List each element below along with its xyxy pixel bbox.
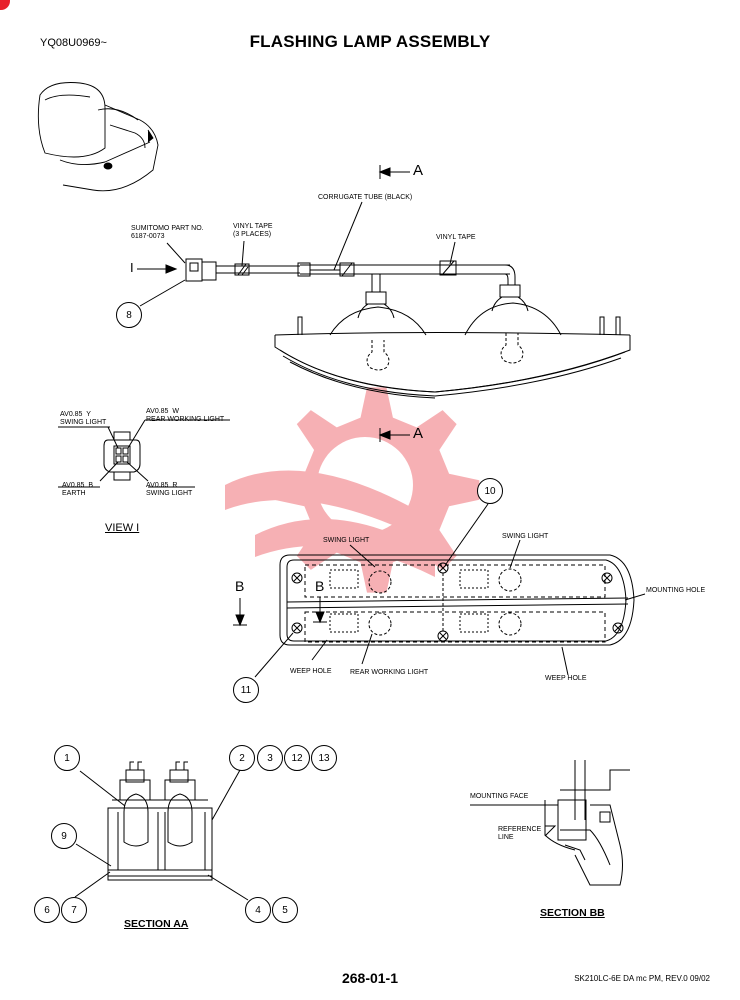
section-aa-drawing xyxy=(107,761,213,881)
callout-10: 10 xyxy=(477,478,503,504)
label-vinyl-tape: VINYL TAPE xyxy=(436,234,476,241)
watermark-gear-icon xyxy=(225,387,480,593)
leader-10 xyxy=(445,503,489,565)
callout-13: 13 xyxy=(311,745,337,771)
part-code: YQ08U0969~ xyxy=(40,37,107,49)
label-weep-hole-1: WEEP HOLE xyxy=(290,668,332,675)
leader-sumitomo xyxy=(166,242,186,264)
label-a-mid: A xyxy=(413,425,424,442)
label-reference-line: REFERENCE LINE xyxy=(498,826,542,841)
label-swing-light-2: SWING LIGHT xyxy=(502,533,549,540)
callout-1: 1 xyxy=(54,745,80,771)
leader-1 xyxy=(79,770,126,807)
callout-6: 6 xyxy=(34,897,60,923)
label-mounting-hole: MOUNTING HOLE xyxy=(646,587,706,594)
leader-vinyl xyxy=(449,241,456,265)
label-b-inner: B xyxy=(315,578,325,594)
label-swing-light-1: SWING LIGHT xyxy=(323,537,370,544)
leader-corrugate xyxy=(333,201,363,271)
lamp-front-view xyxy=(279,554,635,646)
leader-mounting xyxy=(624,593,646,601)
label-i: I xyxy=(130,260,134,275)
leader-8 xyxy=(139,279,186,307)
label-weep-hole-2: WEEP HOLE xyxy=(545,675,587,682)
label-sumitomo: SUMITOMO PART NO. 6187-0073 xyxy=(131,225,204,240)
section-arrow-a-top xyxy=(378,165,410,179)
callout-2: 2 xyxy=(229,745,255,771)
lamp-housing-side xyxy=(274,302,631,399)
leader-6 xyxy=(74,871,111,898)
callout-7: 7 xyxy=(61,897,87,923)
label-av-y: AV0.85 Y SWING LIGHT xyxy=(60,411,107,426)
callout-5: 5 xyxy=(272,897,298,923)
label-av-r: AV0.85 R SWING LIGHT xyxy=(146,482,193,497)
view-arrow-i xyxy=(137,264,178,274)
section-bb-drawing xyxy=(544,760,630,886)
label-av-b: AV0.85 B EARTH xyxy=(62,482,94,497)
label-rear-working-light: REAR WORKING LIGHT xyxy=(350,669,429,676)
label-section-bb: SECTION BB xyxy=(540,907,605,919)
leader-4 xyxy=(207,874,249,901)
leader-9 xyxy=(75,843,112,867)
leader-weep-2 xyxy=(561,646,569,676)
callout-8: 8 xyxy=(116,302,142,328)
callout-9: 9 xyxy=(51,823,77,849)
page-number: 268-01-1 xyxy=(341,970,399,986)
page-title: FLASHING LAMP ASSEMBLY xyxy=(249,32,491,51)
model-revision: SK210LC-6E DA mc PM, REV.0 09/02 xyxy=(574,974,710,983)
callout-3: 3 xyxy=(257,745,283,771)
label-a-top: A xyxy=(413,162,424,179)
leader-swing-1 xyxy=(349,544,376,568)
corner-badge xyxy=(0,0,10,10)
view-i-connector xyxy=(58,419,230,488)
leader-swing-2 xyxy=(509,539,521,569)
wire-harness xyxy=(185,258,529,319)
label-view-i: VIEW I xyxy=(105,522,140,534)
leader-reference xyxy=(544,825,557,837)
label-b-left: B xyxy=(235,578,245,594)
label-vinyl-tape-3: VINYL TAPE (3 PLACES) xyxy=(233,223,273,238)
leader-2 xyxy=(211,769,241,821)
label-corrugate: CORRUGATE TUBE (BLACK) xyxy=(318,194,413,201)
callout-12: 12 xyxy=(284,745,310,771)
machine-thumbnail-icon xyxy=(37,82,159,192)
section-arrow-a-mid xyxy=(378,428,410,442)
leader-weep-1 xyxy=(311,639,328,661)
callout-11: 11 xyxy=(233,677,259,703)
leader-11 xyxy=(254,632,294,678)
label-section-aa: SECTION AA xyxy=(124,918,189,930)
label-av-w: AV0.85 W REAR WORKING LIGHT xyxy=(146,408,225,423)
section-arrow-b xyxy=(233,597,327,627)
callout-4: 4 xyxy=(245,897,271,923)
label-mounting-face: MOUNTING FACE xyxy=(470,793,529,800)
leader-rear xyxy=(361,633,373,665)
leader-vinyl-3 xyxy=(241,240,245,267)
